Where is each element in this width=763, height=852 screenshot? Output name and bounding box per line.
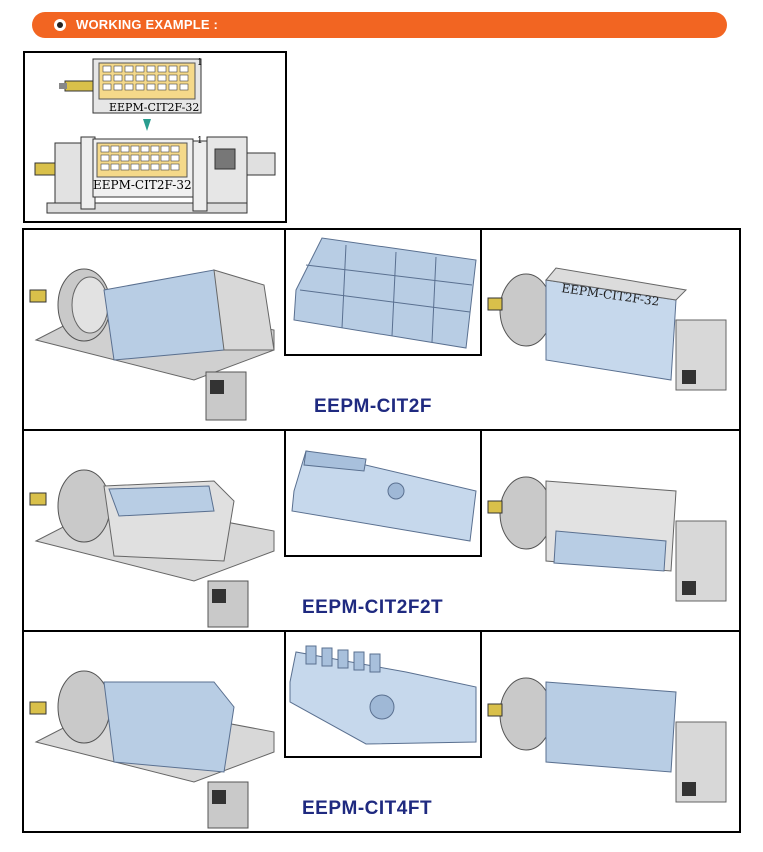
machine-right-image bbox=[487, 476, 727, 602]
fixture-detail-cit4ft bbox=[284, 630, 482, 758]
machine-right-image bbox=[487, 677, 727, 803]
model-label: EEPM-CIT4FT bbox=[302, 798, 433, 819]
machine-right-image: EEPM-CIT2F-32 bbox=[487, 267, 727, 391]
example-row-cit4ft: EEPM-CIT4FT bbox=[22, 630, 741, 833]
model-label: EEPM-CIT2F2T bbox=[302, 597, 444, 618]
intro-illustration: 1 EEPM-CIT2F-32 1 EEPM-CIT2F-32 bbox=[23, 51, 287, 223]
svg-text:1: 1 bbox=[197, 136, 203, 146]
section-header-bar: WORKING EXAMPLE : bbox=[32, 12, 727, 38]
rotary-table-machine bbox=[34, 136, 276, 214]
bullet-icon bbox=[54, 19, 66, 31]
magnetic-chuck-diagram: 1 EEPM-CIT2F-32 1 EEPM-CIT2F-32 bbox=[34, 58, 276, 214]
machine-left-image bbox=[29, 469, 275, 628]
model-label: EEPM-CIT2F bbox=[314, 396, 432, 417]
svg-text:1: 1 bbox=[197, 58, 203, 68]
svg-text:EEPM-CIT2F-32: EEPM-CIT2F-32 bbox=[93, 178, 192, 192]
chuck-plate-top bbox=[59, 58, 202, 114]
example-row-cit2f2t: EEPM-CIT2F2T bbox=[22, 429, 741, 632]
machine-left-image bbox=[29, 268, 275, 421]
machine-left-image bbox=[29, 670, 275, 829]
fixture-detail-cit2f2t bbox=[284, 429, 482, 557]
down-arrow-icon bbox=[143, 119, 151, 131]
svg-text:EEPM-CIT2F-32: EEPM-CIT2F-32 bbox=[109, 101, 199, 114]
section-title: WORKING EXAMPLE : bbox=[76, 17, 219, 32]
fixture-detail-cit2f bbox=[284, 228, 482, 356]
